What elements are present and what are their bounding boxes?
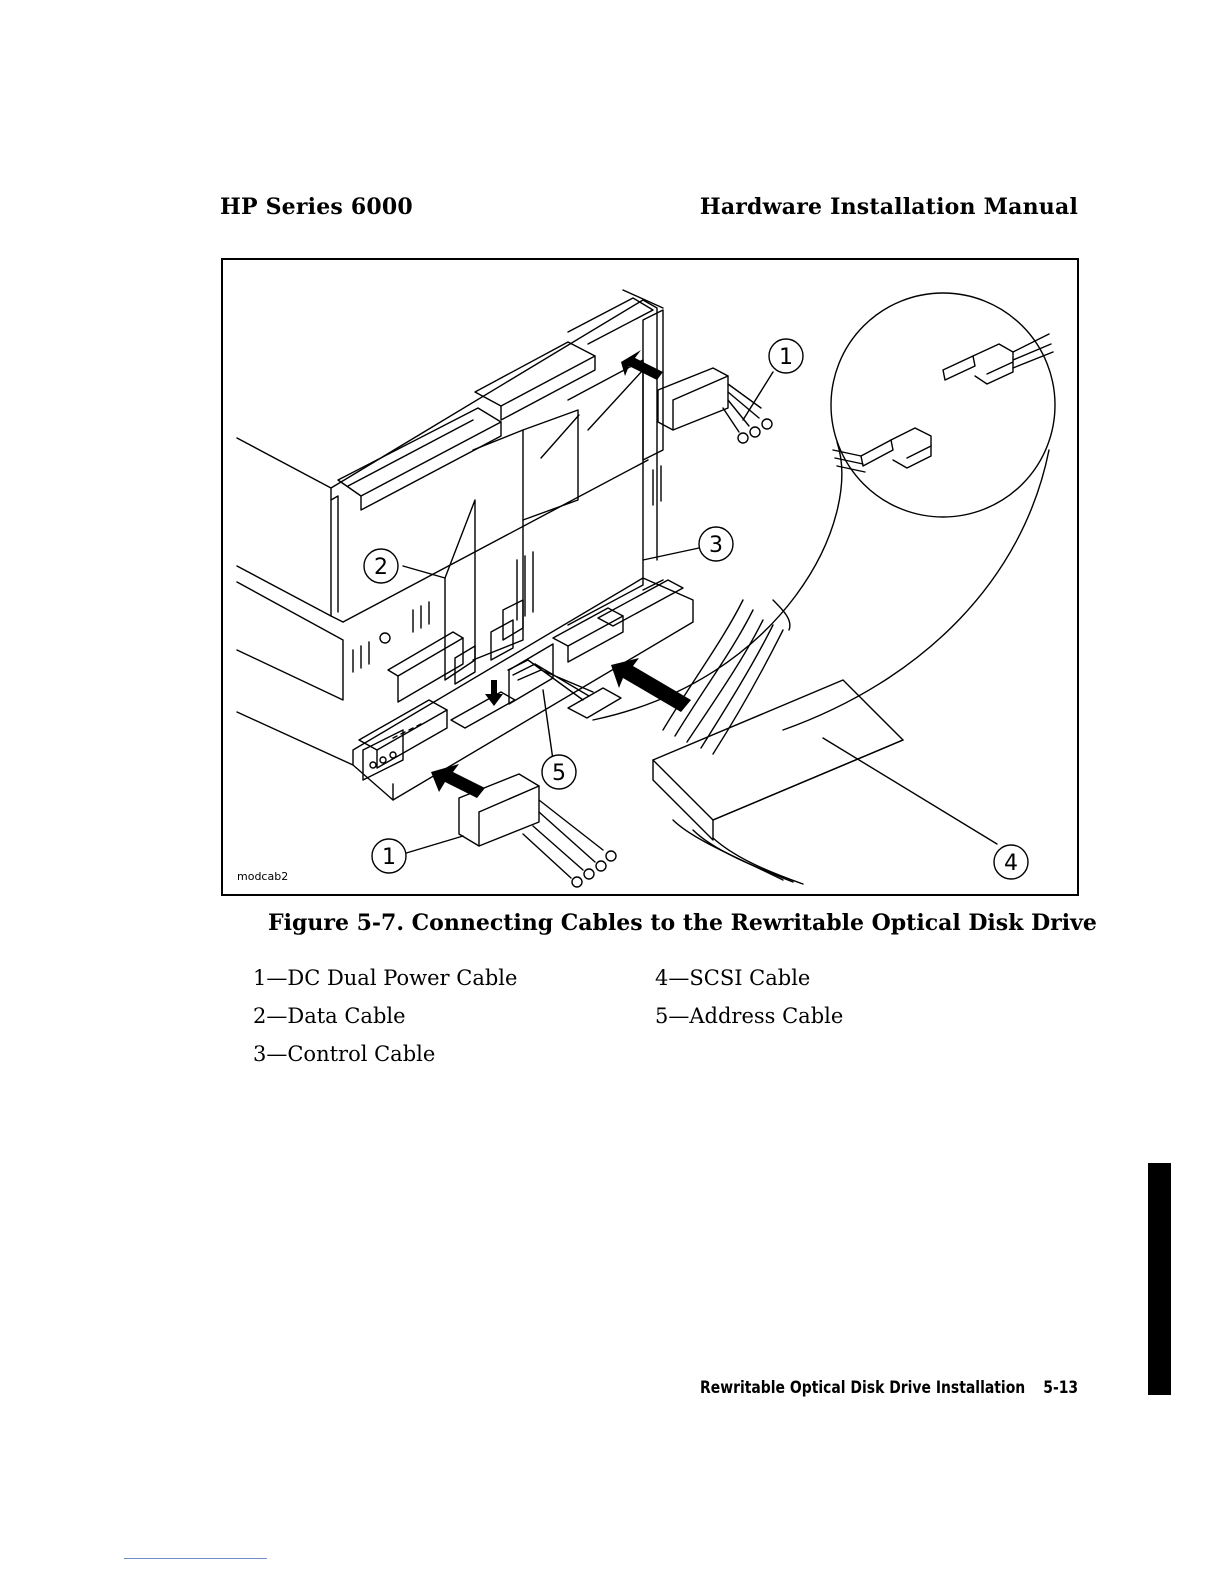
running-header-left: HP Series 6000 [220,194,413,220]
drive-body [237,290,663,765]
section-tab-marker [1148,1163,1171,1395]
bottom-rule [124,1558,267,1559]
figure-code: modcab2 [237,870,288,883]
legend-item: 3—Control Cable [253,1044,435,1065]
legend-item: 4—SCSI Cable [655,968,810,989]
address-cable [508,660,621,718]
figure-frame: 1 2 3 5 1 4 modcab2 [221,258,1079,896]
callout-label: 3 [709,533,723,558]
figure-caption: Figure 5-7. Connecting Cables to the Rew… [268,910,1097,936]
callout-label: 1 [779,345,793,370]
page-number: 5-13 [1043,1378,1078,1398]
ribbon-cables [445,360,643,680]
callout-label: 1 [382,845,396,870]
insertion-arrows [431,350,691,798]
legend-item: 2—Data Cable [253,1006,406,1027]
dc-power-cable-top [658,368,772,443]
callout-label: 4 [1004,851,1018,876]
cable-connection-illustration: 1 2 3 5 1 4 [223,260,1079,896]
callout-circles [364,339,1028,879]
scsi-cable [653,600,903,884]
callout-label: 2 [374,555,388,580]
running-header-right: Hardware Installation Manual [700,194,1078,220]
footer-section-title: Rewritable Optical Disk Drive Installati… [700,1378,1025,1398]
legend-item: 1—DC Dual Power Cable [253,968,517,989]
callout-label: 5 [552,761,566,786]
legend-item: 5—Address Cable [655,1006,843,1027]
page-footer: Rewritable Optical Disk Drive Installati… [700,1378,1078,1398]
